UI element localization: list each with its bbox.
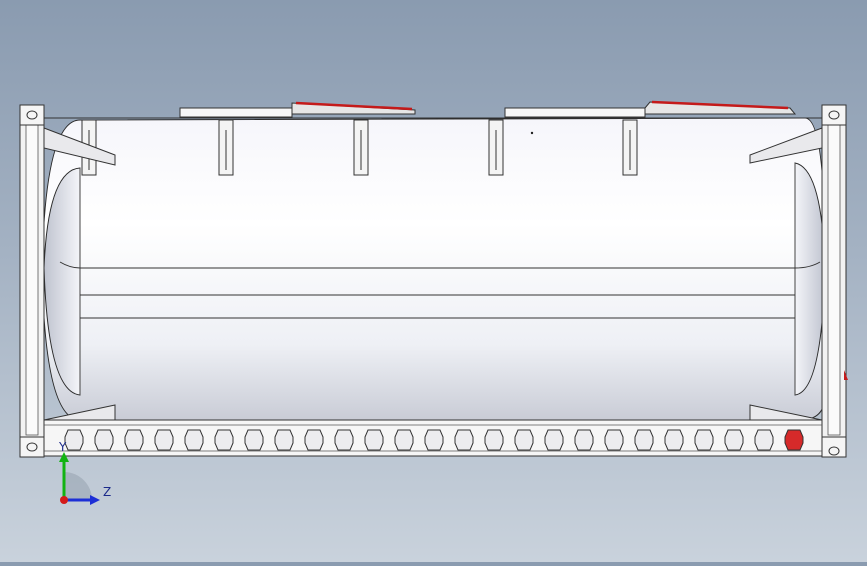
z-axis-arrowhead — [90, 495, 100, 505]
triad-graphic: Y Z — [58, 440, 111, 505]
rail-hole — [244, 429, 264, 451]
coordinate-triad[interactable]: Y Z — [48, 440, 118, 510]
rail-hole — [514, 429, 534, 451]
rail-hole — [274, 429, 294, 451]
rail-hole — [574, 429, 594, 451]
rail-hole — [94, 429, 114, 451]
x-axis-indicator — [60, 496, 68, 504]
rail-hole — [754, 429, 774, 451]
rail-hole — [334, 429, 354, 451]
rail-hole — [634, 429, 654, 451]
triad-arc — [64, 472, 92, 500]
rail-hole — [304, 429, 324, 451]
y-axis-label: Y — [58, 440, 67, 454]
rail-hole — [544, 429, 564, 451]
rail-hole — [724, 429, 744, 451]
rail-hole — [424, 429, 444, 451]
rail-hole — [604, 429, 624, 451]
rail-hole — [664, 429, 684, 451]
rail-hole — [454, 429, 474, 451]
rail-holes — [64, 429, 804, 451]
right-end-frame — [749, 104, 848, 458]
rail-hole — [394, 429, 414, 451]
rail-hole — [784, 429, 804, 451]
top-walkway — [179, 100, 797, 118]
rail-hole — [364, 429, 384, 451]
rail-hole — [124, 429, 144, 451]
tank-shell — [41, 117, 826, 421]
left-end-frame — [19, 104, 116, 458]
rail-hole — [64, 429, 84, 451]
y-axis-arrowhead — [59, 452, 69, 462]
rail-hole — [214, 429, 234, 451]
bottom-rail — [43, 419, 823, 457]
rail-hole — [694, 429, 714, 451]
rail-hole — [484, 429, 504, 451]
rail-hole — [154, 429, 174, 451]
rail-hole — [184, 429, 204, 451]
z-axis-label: Z — [103, 485, 111, 499]
